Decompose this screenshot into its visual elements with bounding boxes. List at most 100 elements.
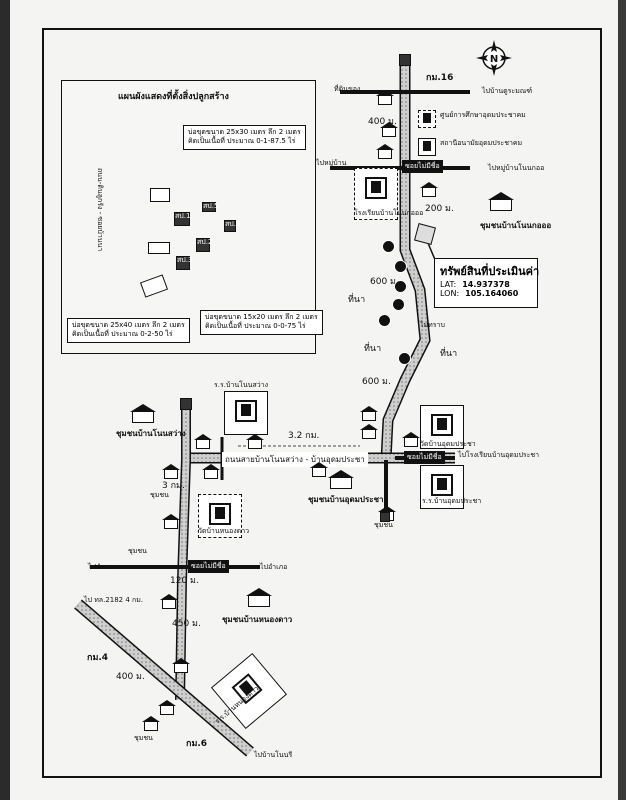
pond-callout-top: บ่อขุดขนาด 25x30 เมตร ลึก 2 เมตร คิดเป็น… bbox=[183, 125, 306, 150]
lat-value: 14.937378 bbox=[462, 280, 510, 289]
field-label-3: ที่นา bbox=[440, 349, 458, 359]
temple-nongdao-label: วัดบ้านหนองดาว bbox=[198, 527, 250, 535]
km4-label: กม.4 bbox=[87, 653, 109, 663]
house-icon bbox=[142, 716, 160, 731]
community-nongdao: ชุมชนบ้านหนองดาว bbox=[222, 615, 293, 624]
building-sp5: สป.5 bbox=[202, 202, 219, 212]
community-nonsawang: ชุมชนบ้านโนนสว่าง bbox=[116, 429, 186, 438]
school-icon bbox=[365, 177, 387, 199]
community-label-2: ชุมชน bbox=[374, 521, 393, 529]
community-nonsawang-icon bbox=[130, 404, 156, 423]
building-sp4: สป.4 bbox=[224, 220, 240, 232]
field-label-1: ที่นา bbox=[348, 295, 366, 305]
to-highway-label: ไป ทล.2182 4 กม. bbox=[84, 596, 144, 604]
distance-120: 120 ม. bbox=[170, 576, 199, 586]
soi-noname-west: ซอยไม่มีชื่อ bbox=[188, 560, 229, 573]
house-icon bbox=[380, 122, 398, 137]
school-icon bbox=[235, 400, 257, 422]
house-icon bbox=[162, 514, 180, 529]
km6-label: กม.6 bbox=[186, 739, 208, 749]
property-title: ทรัพย์สินที่ประเมินค่า bbox=[440, 265, 540, 278]
temple-udom-label: วัดบ้านอุดมประชา bbox=[420, 440, 476, 448]
house-icon bbox=[160, 594, 178, 609]
to-village-ne-label: ไปบ้านดูระมณฑ์ bbox=[482, 87, 533, 95]
pond-callout-mid: บ่อขุดขนาด 15x20 เมตร ลึก 2 เมตร คิดเป็น… bbox=[200, 310, 323, 335]
community-label-4: ชุมชน bbox=[150, 491, 169, 499]
to-village-w-label: ไปหมู่บ้าน bbox=[316, 159, 347, 167]
house-icon bbox=[376, 144, 394, 159]
north-arrow: N bbox=[476, 40, 512, 76]
land-label: ที่ดินของ bbox=[334, 85, 361, 93]
house-icon bbox=[310, 462, 328, 477]
school-nonsawang-box bbox=[224, 391, 268, 435]
to-kalasin-label: ไปอำเภอ bbox=[260, 563, 288, 571]
appraised-property-box: ทรัพย์สินที่ประเมินค่า LAT: 14.937378 LO… bbox=[434, 258, 540, 308]
school-udom-label: ร.ร.บ้านอุดมประชา bbox=[422, 497, 482, 505]
house-icon bbox=[360, 406, 378, 421]
community-nongdao-icon bbox=[246, 588, 272, 607]
pond-top bbox=[150, 188, 170, 202]
pond-top-area: คิดเป็นเนื้อที่ ประมาณ 0-1-87.5 ไร่ bbox=[188, 137, 296, 146]
distance-32km: 3.2 กม. bbox=[288, 431, 320, 441]
property-lon-row: LON: 105.164060 bbox=[440, 289, 532, 298]
school-nonkoi-box bbox=[354, 168, 398, 220]
inset-title: แผนผังแสดงที่ตั้งสิ่งปลูกสร้าง bbox=[118, 92, 229, 102]
km16-label: กม.16 bbox=[426, 73, 454, 83]
scan-edge-right bbox=[618, 0, 626, 800]
house-icon bbox=[162, 464, 180, 479]
soi-noname-junction: ซอยไม่มีชื่อ bbox=[404, 451, 445, 464]
inset-side-road: ถนน-ดินลูกรัง - ซอยบ้านนา bbox=[96, 168, 104, 252]
distance-600-b: 600 ม. bbox=[362, 377, 391, 387]
community-udom: ชุมชนบ้านอุดมประชา bbox=[308, 495, 384, 504]
community-label-3: ชุมชน bbox=[134, 734, 153, 742]
lon-label: LON: bbox=[440, 289, 460, 298]
utility-pole-icon bbox=[392, 298, 405, 311]
temple-icon bbox=[431, 414, 453, 436]
school-udom-box bbox=[420, 465, 464, 509]
building-sp1: สป.1 bbox=[174, 212, 190, 226]
to-village-e-label: ไปหมู่บ้านโนนกออ bbox=[488, 164, 545, 172]
house-icon bbox=[360, 424, 378, 439]
distance-600-a: 600 ม. bbox=[370, 277, 399, 287]
school-nonkoi-label: โรงเรียนบ้านโนนกอออ bbox=[354, 209, 424, 217]
community-nonkoi: ชุมชนบ้านโนนกอออ bbox=[480, 221, 552, 230]
building-sp2: สป.2 bbox=[196, 238, 212, 252]
health-center2-label: สถานีอนามัยอุดมประชาคม bbox=[440, 139, 523, 147]
svg-text:N: N bbox=[490, 54, 498, 65]
main-road-label: ถนนสายบ้านโนนสว่าง - บ้านอุดมประชา bbox=[222, 452, 368, 467]
pond-mid-area: คิดเป็นเนื้อที่ ประมาณ 0-0-75 ไร่ bbox=[205, 322, 306, 331]
utility-pole-icon bbox=[394, 280, 407, 293]
house-icon bbox=[402, 432, 420, 447]
pond-mid-size: บ่อขุดขนาด 15x20 เมตร ลึก 2 เมตร bbox=[205, 313, 318, 321]
to-udom-label: ไปโรงเรียนบ้านอุดมประชา bbox=[458, 451, 540, 459]
health-center-label: ศูนย์การศึกษาอุดมประชาคม bbox=[440, 111, 526, 119]
house-icon bbox=[172, 658, 190, 673]
distance-450: 450 ม. bbox=[172, 619, 201, 629]
utility-pole-icon bbox=[378, 314, 391, 327]
lat-label: LAT: bbox=[440, 280, 457, 289]
pond-mid bbox=[148, 242, 170, 254]
community-label-1: ชุมชน bbox=[128, 547, 147, 555]
unknown-label: ไม่ทราบ bbox=[420, 321, 445, 329]
house-icon bbox=[420, 182, 438, 197]
house-icon bbox=[376, 90, 394, 105]
building-sp3: สป.3 bbox=[176, 256, 192, 270]
school-nonsawang-label: ร.ร.บ้านโนนสว่าง bbox=[214, 381, 269, 389]
scan-edge-left bbox=[0, 0, 10, 800]
community-udom-icon bbox=[328, 470, 354, 489]
temple-icon bbox=[209, 503, 231, 525]
to-bottom-label: ไปบ้านโนนรี bbox=[254, 751, 293, 759]
house-icon bbox=[194, 434, 212, 449]
pond-top-size: บ่อขุดขนาด 25x30 เมตร ลึก 2 เมตร bbox=[188, 128, 301, 136]
lon-value: 105.164060 bbox=[465, 289, 519, 298]
temple-nongdao-box bbox=[198, 494, 242, 538]
utility-pole-icon bbox=[398, 352, 411, 365]
map-frame bbox=[42, 28, 602, 778]
property-lat-row: LAT: 14.937378 bbox=[440, 280, 532, 289]
pond-bottom-area: คิดเป็นเนื้อที่ ประมาณ 0-2-50 ไร่ bbox=[72, 330, 173, 339]
road-end-south-marker bbox=[380, 512, 390, 522]
house-icon bbox=[158, 700, 176, 715]
distance-400-bottom: 400 ม. bbox=[116, 672, 145, 682]
utility-pole-icon bbox=[394, 260, 407, 273]
hospital-cross-icon bbox=[418, 138, 436, 156]
